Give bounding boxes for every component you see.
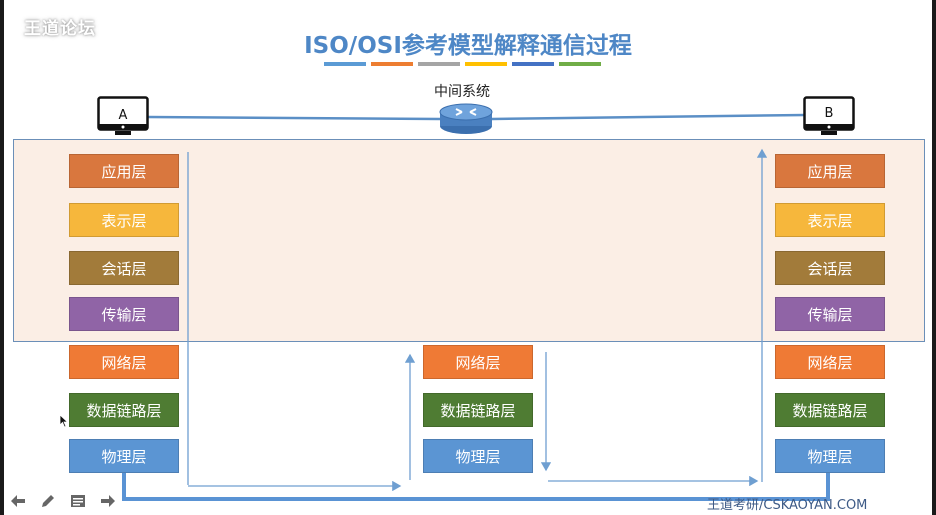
computer-a-icon <box>97 96 149 135</box>
router-icon <box>439 103 493 134</box>
title-bar-6 <box>559 62 601 66</box>
host-b-network-layer: 网络层 <box>775 345 885 379</box>
link-router-b <box>491 113 806 121</box>
title-bar-2 <box>371 62 413 66</box>
host-a-session-layer: 会话层 <box>69 251 179 285</box>
presentation-toolbar <box>8 492 118 510</box>
footer-credit: 王道考研/CSKAOYAN.COM <box>707 498 868 513</box>
host-b-datalink-layer: 数据链路层 <box>775 393 885 427</box>
middle-system-label: 中间系统 <box>434 84 490 100</box>
middle-physical-layer: 物理层 <box>423 439 533 473</box>
host-a-label: A <box>118 108 128 123</box>
title-bar-5 <box>512 62 554 66</box>
arrow-left-icon[interactable] <box>8 492 28 510</box>
host-b-label: B <box>824 106 834 121</box>
watermark: 王道论坛 <box>24 19 96 39</box>
title-bar-4 <box>465 62 507 66</box>
host-a-network-layer: 网络层 <box>69 345 179 379</box>
host-a-physical-layer: 物理层 <box>69 439 179 473</box>
host-b-transport-layer: 传输层 <box>775 297 885 331</box>
middle-datalink-layer: 数据链路层 <box>423 393 533 427</box>
host-b-presentation-layer: 表示层 <box>775 203 885 237</box>
host-a-presentation-layer: 表示层 <box>69 203 179 237</box>
computer-b-icon <box>803 96 855 135</box>
physical-link <box>122 473 830 501</box>
middle-network-layer: 网络层 <box>423 345 533 379</box>
pen-icon[interactable] <box>38 492 58 510</box>
arrow-right-icon[interactable] <box>98 492 118 510</box>
host-b-physical-layer: 物理层 <box>775 439 885 473</box>
notes-icon[interactable] <box>68 492 88 510</box>
host-b-session-layer: 会话层 <box>775 251 885 285</box>
link-a-router <box>147 115 441 121</box>
title-bar-3 <box>418 62 460 66</box>
frame-left <box>0 0 4 515</box>
host-a-application-layer: 应用层 <box>69 154 179 188</box>
mouse-cursor-icon <box>59 414 69 428</box>
title-bar-1 <box>324 62 366 66</box>
host-a-transport-layer: 传输层 <box>69 297 179 331</box>
slide-title: ISO/OSI参考模型解释通信过程 <box>304 33 632 59</box>
host-a-datalink-layer: 数据链路层 <box>69 393 179 427</box>
frame-right <box>932 0 936 515</box>
host-b-application-layer: 应用层 <box>775 154 885 188</box>
